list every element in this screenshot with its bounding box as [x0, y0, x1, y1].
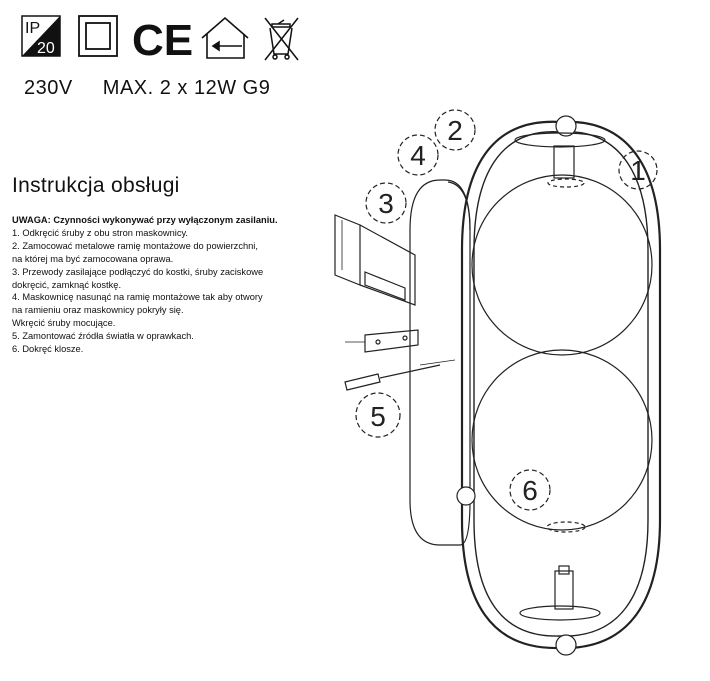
screwdriver-icon — [344, 364, 441, 391]
step-circle-3 — [365, 182, 407, 224]
junction-box — [334, 214, 416, 306]
step-line: 4. Maskownicę nasunąć na ramię montażowe… — [12, 292, 263, 303]
step-line: Wkręcić śruby mocujące. — [12, 318, 116, 329]
oval-frame — [460, 120, 662, 650]
instructions-title: Instrukcja obsługi — [12, 174, 180, 197]
mounting-bracket — [345, 329, 419, 353]
lamp-assembly-drawing: 1 2 3 4 5 6 — [334, 109, 662, 656]
side-knob — [456, 486, 476, 506]
lower-globe — [471, 349, 653, 531]
step-label-6: 6 — [522, 475, 538, 506]
step-circle-5 — [355, 392, 401, 438]
ip20-icon: IP 20 — [21, 15, 61, 57]
ce-text: CE — [132, 16, 193, 62]
step-line: 3. Przewody zasilające podłączyć do kost… — [12, 266, 264, 277]
weee-bin-icon — [264, 17, 299, 61]
class-ii-icon — [78, 15, 118, 57]
bottom-socket — [519, 565, 601, 621]
top-socket — [514, 132, 606, 188]
upper-globe — [471, 174, 653, 356]
step-label-5: 5 — [370, 401, 386, 432]
step-label-3: 3 — [378, 188, 394, 219]
step-circle-1 — [618, 150, 658, 190]
step-label-1: 1 — [630, 155, 646, 186]
step-line: na której ma być zamocowana oprawa. — [12, 253, 174, 264]
step-line: dokręcić, zamknąć kostkę. — [12, 279, 122, 290]
voltage-text: 230V — [24, 77, 73, 99]
step-line: na ramieniu oraz maskownicy pokryły się. — [12, 305, 184, 316]
ip-top-text: IP — [25, 20, 40, 37]
step-circle-4 — [397, 134, 439, 176]
step-line: 2. Zamocować metalowe ramię montażowe do… — [12, 240, 258, 251]
instructions-steps: UWAGA: Czynności wykonywać przy wyłączon… — [12, 214, 332, 356]
indoor-use-icon — [201, 16, 249, 59]
step-line: 5. Zamontować źródła światła w oprawkach… — [12, 331, 194, 342]
step-label-2: 2 — [447, 115, 463, 146]
power-text: MAX. 2 x 12W G9 — [102, 77, 271, 99]
step-line: 1. Odkręcić śruby z obu stron maskownicy… — [12, 227, 189, 238]
bottom-knob — [555, 634, 577, 656]
step-line: 6. Dokręć klosze. — [12, 344, 84, 355]
power-spec: 230V MAX. 2 x 12W G9 — [24, 77, 270, 100]
ce-mark-icon: CE — [132, 16, 193, 62]
step-circle-2 — [434, 109, 476, 151]
ip-bottom-text: 20 — [37, 40, 55, 57]
step-label-4: 4 — [410, 140, 426, 171]
warning-text: UWAGA: Czynności wykonywać przy wyłączon… — [12, 215, 278, 225]
step-circle-6 — [509, 469, 551, 511]
top-knob — [555, 115, 577, 137]
